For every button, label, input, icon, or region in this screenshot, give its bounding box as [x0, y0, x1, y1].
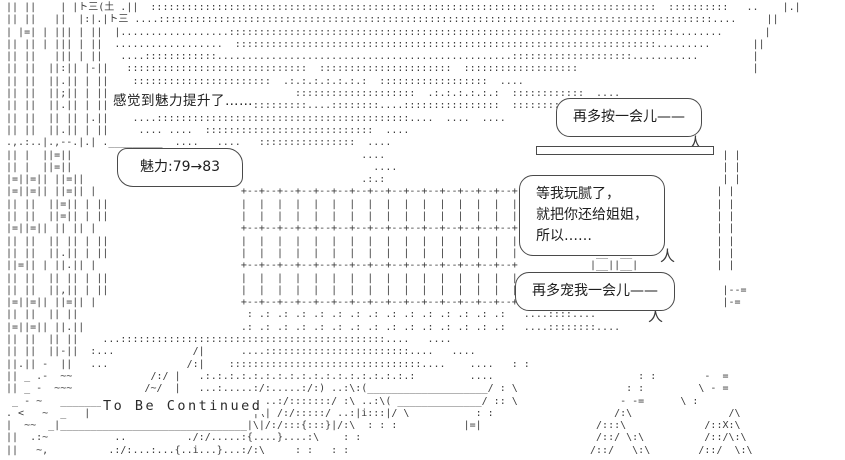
to-be-continued: To Be Continued [101, 398, 265, 414]
bored-bubble-tail: 人 [660, 247, 676, 265]
ascii-art: || || | |ト三(土 .|| ::::::::::::::::::::::… [6, 2, 801, 456]
bored-line-1: 等我玩腻了， [536, 186, 620, 202]
bored-line-2: 就把你还给姐姐， [536, 207, 648, 223]
press-bubble: 再多按一会儿—— [556, 98, 702, 137]
status-text: 感觉到魅力提升了…… [111, 89, 255, 109]
spoil-text: 再多宠我一会儿—— [532, 283, 658, 299]
charm-bubble: 魅力:79→83 [117, 148, 244, 187]
spoil-bubble: 再多宠我一会儿—— [515, 272, 675, 311]
charm-text: 魅力:79→83 [140, 159, 221, 175]
spoil-bubble-tail: 人 [648, 307, 664, 325]
divider-line [536, 146, 714, 155]
bored-line-3: 所以…… [536, 228, 592, 244]
bored-bubble: 等我玩腻了， 就把你还给姐姐， 所以…… [519, 175, 665, 256]
press-text: 再多按一会儿—— [573, 109, 685, 125]
